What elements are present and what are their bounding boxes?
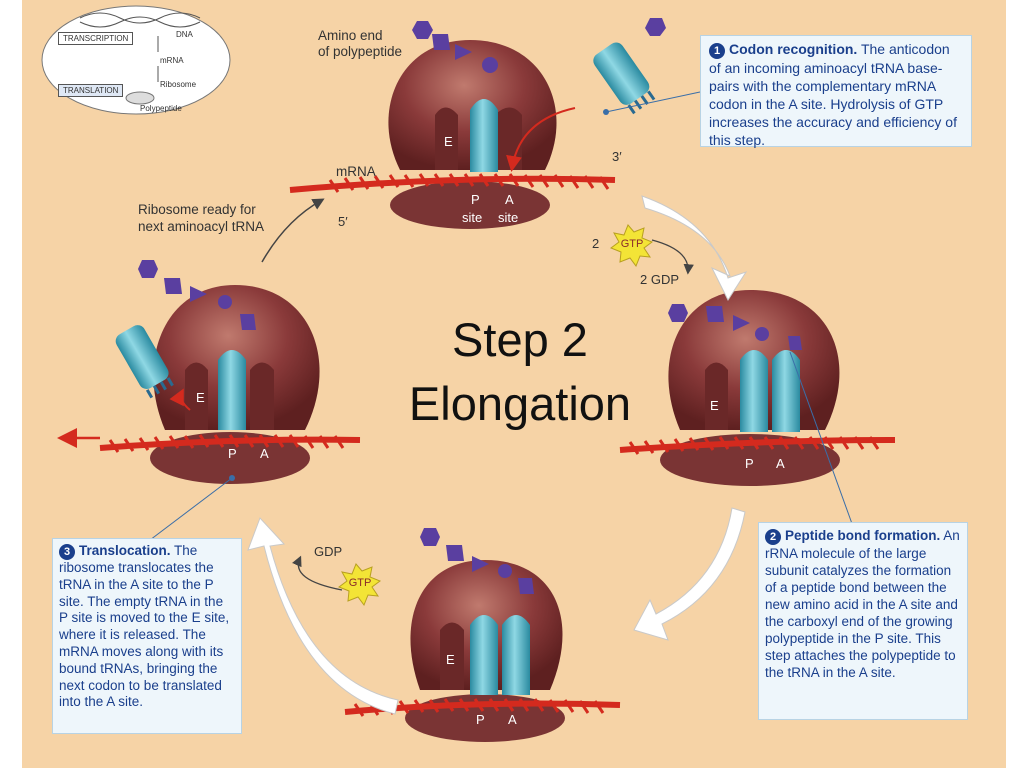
mrna-strand-top [289,173,616,193]
step-2-text: An rRNA molecule of the large subunit ca… [765,528,960,680]
slide-title-line-2: Elongation [408,377,632,430]
cycle-arrow-top-left [261,198,325,263]
step-1-text: The anticodon of an incoming aminoacyl t… [709,41,957,148]
p-site-letter-right: P [745,456,754,471]
step-2-title: Peptide bond formation. [785,528,941,543]
p-site-letter-left: P [228,446,237,461]
e-site-letter-bottom: E [446,652,455,667]
cycle-arrow-bottom-left [247,517,399,715]
step-1-title: Codon recognition. [729,41,858,57]
three-prime-label: 3′ [612,149,622,164]
inset-ribosome: Ribosome [160,80,197,89]
inset-translation: TRANSLATION [58,84,124,97]
trna-incoming-top [593,42,656,115]
polypeptide-left [138,260,256,330]
step-2-peptide-bond: 2 Peptide bond formation. An rRNA molecul… [758,522,968,720]
p-site-letter-top: P [471,192,480,207]
a-site-letter-top: A [505,192,514,207]
inset-transcription: TRANSCRIPTION [58,32,134,45]
mrna-strand-left [99,434,361,453]
p-site-letter-bottom: P [476,712,485,727]
step-3-number: 3 [59,544,75,560]
polypeptide-top [412,18,666,73]
trna-exiting-left [115,325,174,399]
two-gdp-label: 2 GDP [640,272,679,287]
inset-dna: DNA [176,30,193,39]
inset-mrna: mRNA [160,56,184,65]
ready-label-1: Ribosome ready for [138,202,256,217]
five-prime-label: 5′ [338,214,348,229]
step-2-number: 2 [765,529,781,545]
step-3-translocation: 3 Translocation. The ribosome translocate… [52,538,242,734]
trna-pair-right [740,350,800,432]
e-site-letter-left: E [196,390,205,405]
process-inset: TRANSCRIPTION DNA mRNA TRANSLATION Ribos… [40,4,232,116]
trna-p-site-top [470,99,498,172]
a-site-letter-left: A [260,446,269,461]
slide-title: Step 2 Elongation [370,308,670,436]
step-1-number: 1 [709,43,725,59]
mrna-strand-right [619,436,896,455]
p-site-word-top: site [462,210,482,225]
e-site-letter-right: E [710,398,719,413]
inset-polypeptide: Polypeptide [140,104,182,113]
polypeptide-bottom [420,528,534,594]
gtp-label-bottom: GTP [349,577,372,589]
gtp-badge-bottom: GTP [337,563,382,607]
gdp-label: GDP [314,544,342,559]
cycle-arrow-top-right [641,195,748,302]
e-site-letter-top: E [444,134,453,149]
amino-end-label-2: of polypeptide [318,44,402,59]
polypeptide-right [668,304,802,350]
codon-recognition-arrow [506,107,576,172]
mrna-label: mRNA [336,164,376,179]
gtp-count-label: 2 [592,236,599,251]
gtp-badge-top: GTP [609,224,654,268]
a-site-word-top: site [498,210,518,225]
trna-pair-bottom [470,615,530,695]
trna-p-site-left [218,350,246,430]
ready-label-2: next aminoacyl tRNA [138,219,264,234]
gtp-label-top: GTP [621,238,644,250]
step-3-title: Translocation. [79,543,171,558]
amino-end-label-1: Amino end [318,28,383,43]
cycle-arrow-bottom-right [633,507,746,641]
slide-title-line-1: Step 2 [452,313,588,366]
trna-release-arrow [169,388,191,411]
a-site-letter-bottom: A [508,712,517,727]
a-site-letter-right: A [776,456,785,471]
step-3-text: The ribosome translocates the tRNA in th… [59,543,230,710]
